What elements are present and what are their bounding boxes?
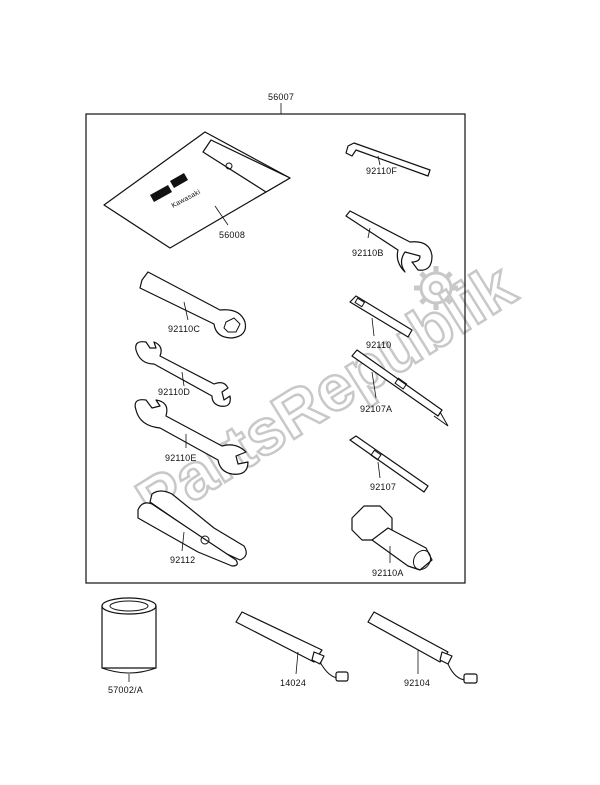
label-92112: 92112 — [170, 555, 195, 565]
grease-tube-92104[interactable]: 92104 — [367, 611, 478, 688]
kawasaki-logo-icon — [150, 173, 188, 202]
open-end-wrench-92110D[interactable]: 92110D — [135, 341, 231, 407]
cylinder-57002A[interactable]: 57002/A — [101, 597, 157, 695]
pliers-92112[interactable]: 92112 — [137, 490, 247, 567]
label-92110B: 92110B — [352, 248, 384, 258]
tool-kit-group: 56007 — [85, 92, 466, 584]
label-92110: 92110 — [366, 340, 391, 350]
label-92107: 92107 — [370, 482, 396, 492]
gear-watermark-icon — [414, 266, 458, 310]
screwdriver-92107A[interactable]: 92107A — [351, 349, 449, 427]
socket-92110A[interactable]: 92110A — [351, 505, 434, 578]
hex-key-92110F[interactable]: 92110F — [345, 142, 431, 177]
screwdriver-92107[interactable]: 92107 — [349, 435, 429, 493]
label-92110D: 92110D — [158, 387, 190, 397]
kit-label: 56007 — [268, 92, 294, 102]
label-92107A: 92107A — [360, 404, 392, 414]
label-14024: 14024 — [280, 678, 306, 688]
label-92104: 92104 — [404, 678, 430, 688]
tool-pouch[interactable]: Kawasaki 56008 — [103, 131, 291, 249]
ring-wrench-92110C[interactable]: 92110C — [139, 271, 247, 339]
label-56008: 56008 — [219, 230, 245, 240]
label-57002A: 57002/A — [108, 685, 143, 695]
open-end-wrench-92110E[interactable]: 92110E — [134, 399, 249, 475]
label-92110C: 92110C — [168, 324, 200, 334]
grease-tube-14024[interactable]: 14024 — [235, 611, 349, 688]
label-92110A: 92110A — [372, 568, 404, 578]
kit-frame — [85, 113, 466, 584]
label-92110F: 92110F — [366, 166, 397, 176]
label-92110E: 92110E — [165, 453, 197, 463]
screwdriver-handle-92110[interactable]: 92110 — [349, 295, 413, 350]
hook-wrench-92110B[interactable]: 92110B — [345, 210, 433, 273]
